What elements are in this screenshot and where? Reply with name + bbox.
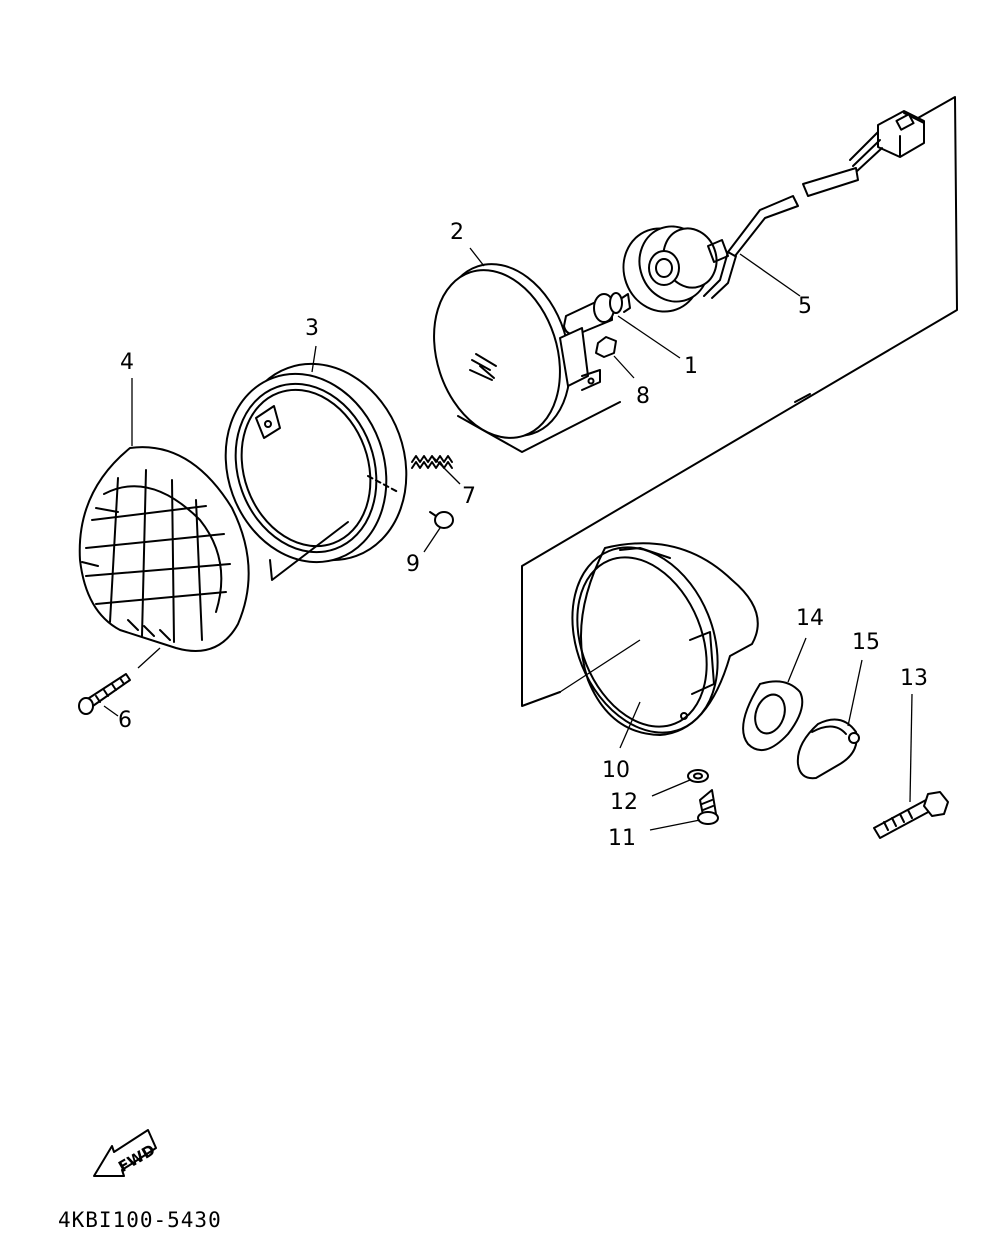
grille-guard bbox=[78, 378, 250, 669]
callout-15: 15 bbox=[852, 630, 880, 655]
callout-9: 9 bbox=[406, 552, 420, 577]
callout-5: 5 bbox=[798, 294, 812, 319]
callout-4: 4 bbox=[120, 350, 134, 375]
callout-12: 12 bbox=[610, 790, 638, 815]
callout-10: 10 bbox=[602, 758, 630, 783]
socket-cover bbox=[796, 659, 863, 780]
guard-screw bbox=[78, 673, 131, 717]
headlight-housing bbox=[559, 542, 759, 749]
callout-6: 6 bbox=[118, 708, 132, 733]
lens-unit bbox=[433, 247, 635, 453]
grommet bbox=[742, 637, 807, 752]
callout-8: 8 bbox=[636, 384, 650, 409]
wire-harness-socket bbox=[622, 110, 925, 313]
rim-screw bbox=[423, 511, 454, 553]
adjusting-spring bbox=[367, 455, 461, 493]
bulb bbox=[563, 292, 681, 359]
callout-2: 2 bbox=[450, 220, 464, 245]
drawing-code: 4KBI100-5430 bbox=[58, 1208, 222, 1232]
rim-ring bbox=[224, 345, 408, 581]
callout-13: 13 bbox=[900, 666, 928, 691]
callout-1: 1 bbox=[684, 354, 698, 379]
callout-3: 3 bbox=[305, 316, 319, 341]
small-screw bbox=[649, 789, 719, 831]
callout-11: 11 bbox=[608, 826, 636, 851]
assembly-boundary-lines bbox=[521, 96, 958, 707]
fwd-arrow-icon: FWD bbox=[93, 1129, 158, 1177]
mounting-bolt bbox=[873, 693, 949, 839]
washer bbox=[651, 769, 709, 797]
callout-14: 14 bbox=[796, 606, 824, 631]
callout-7: 7 bbox=[462, 484, 476, 509]
